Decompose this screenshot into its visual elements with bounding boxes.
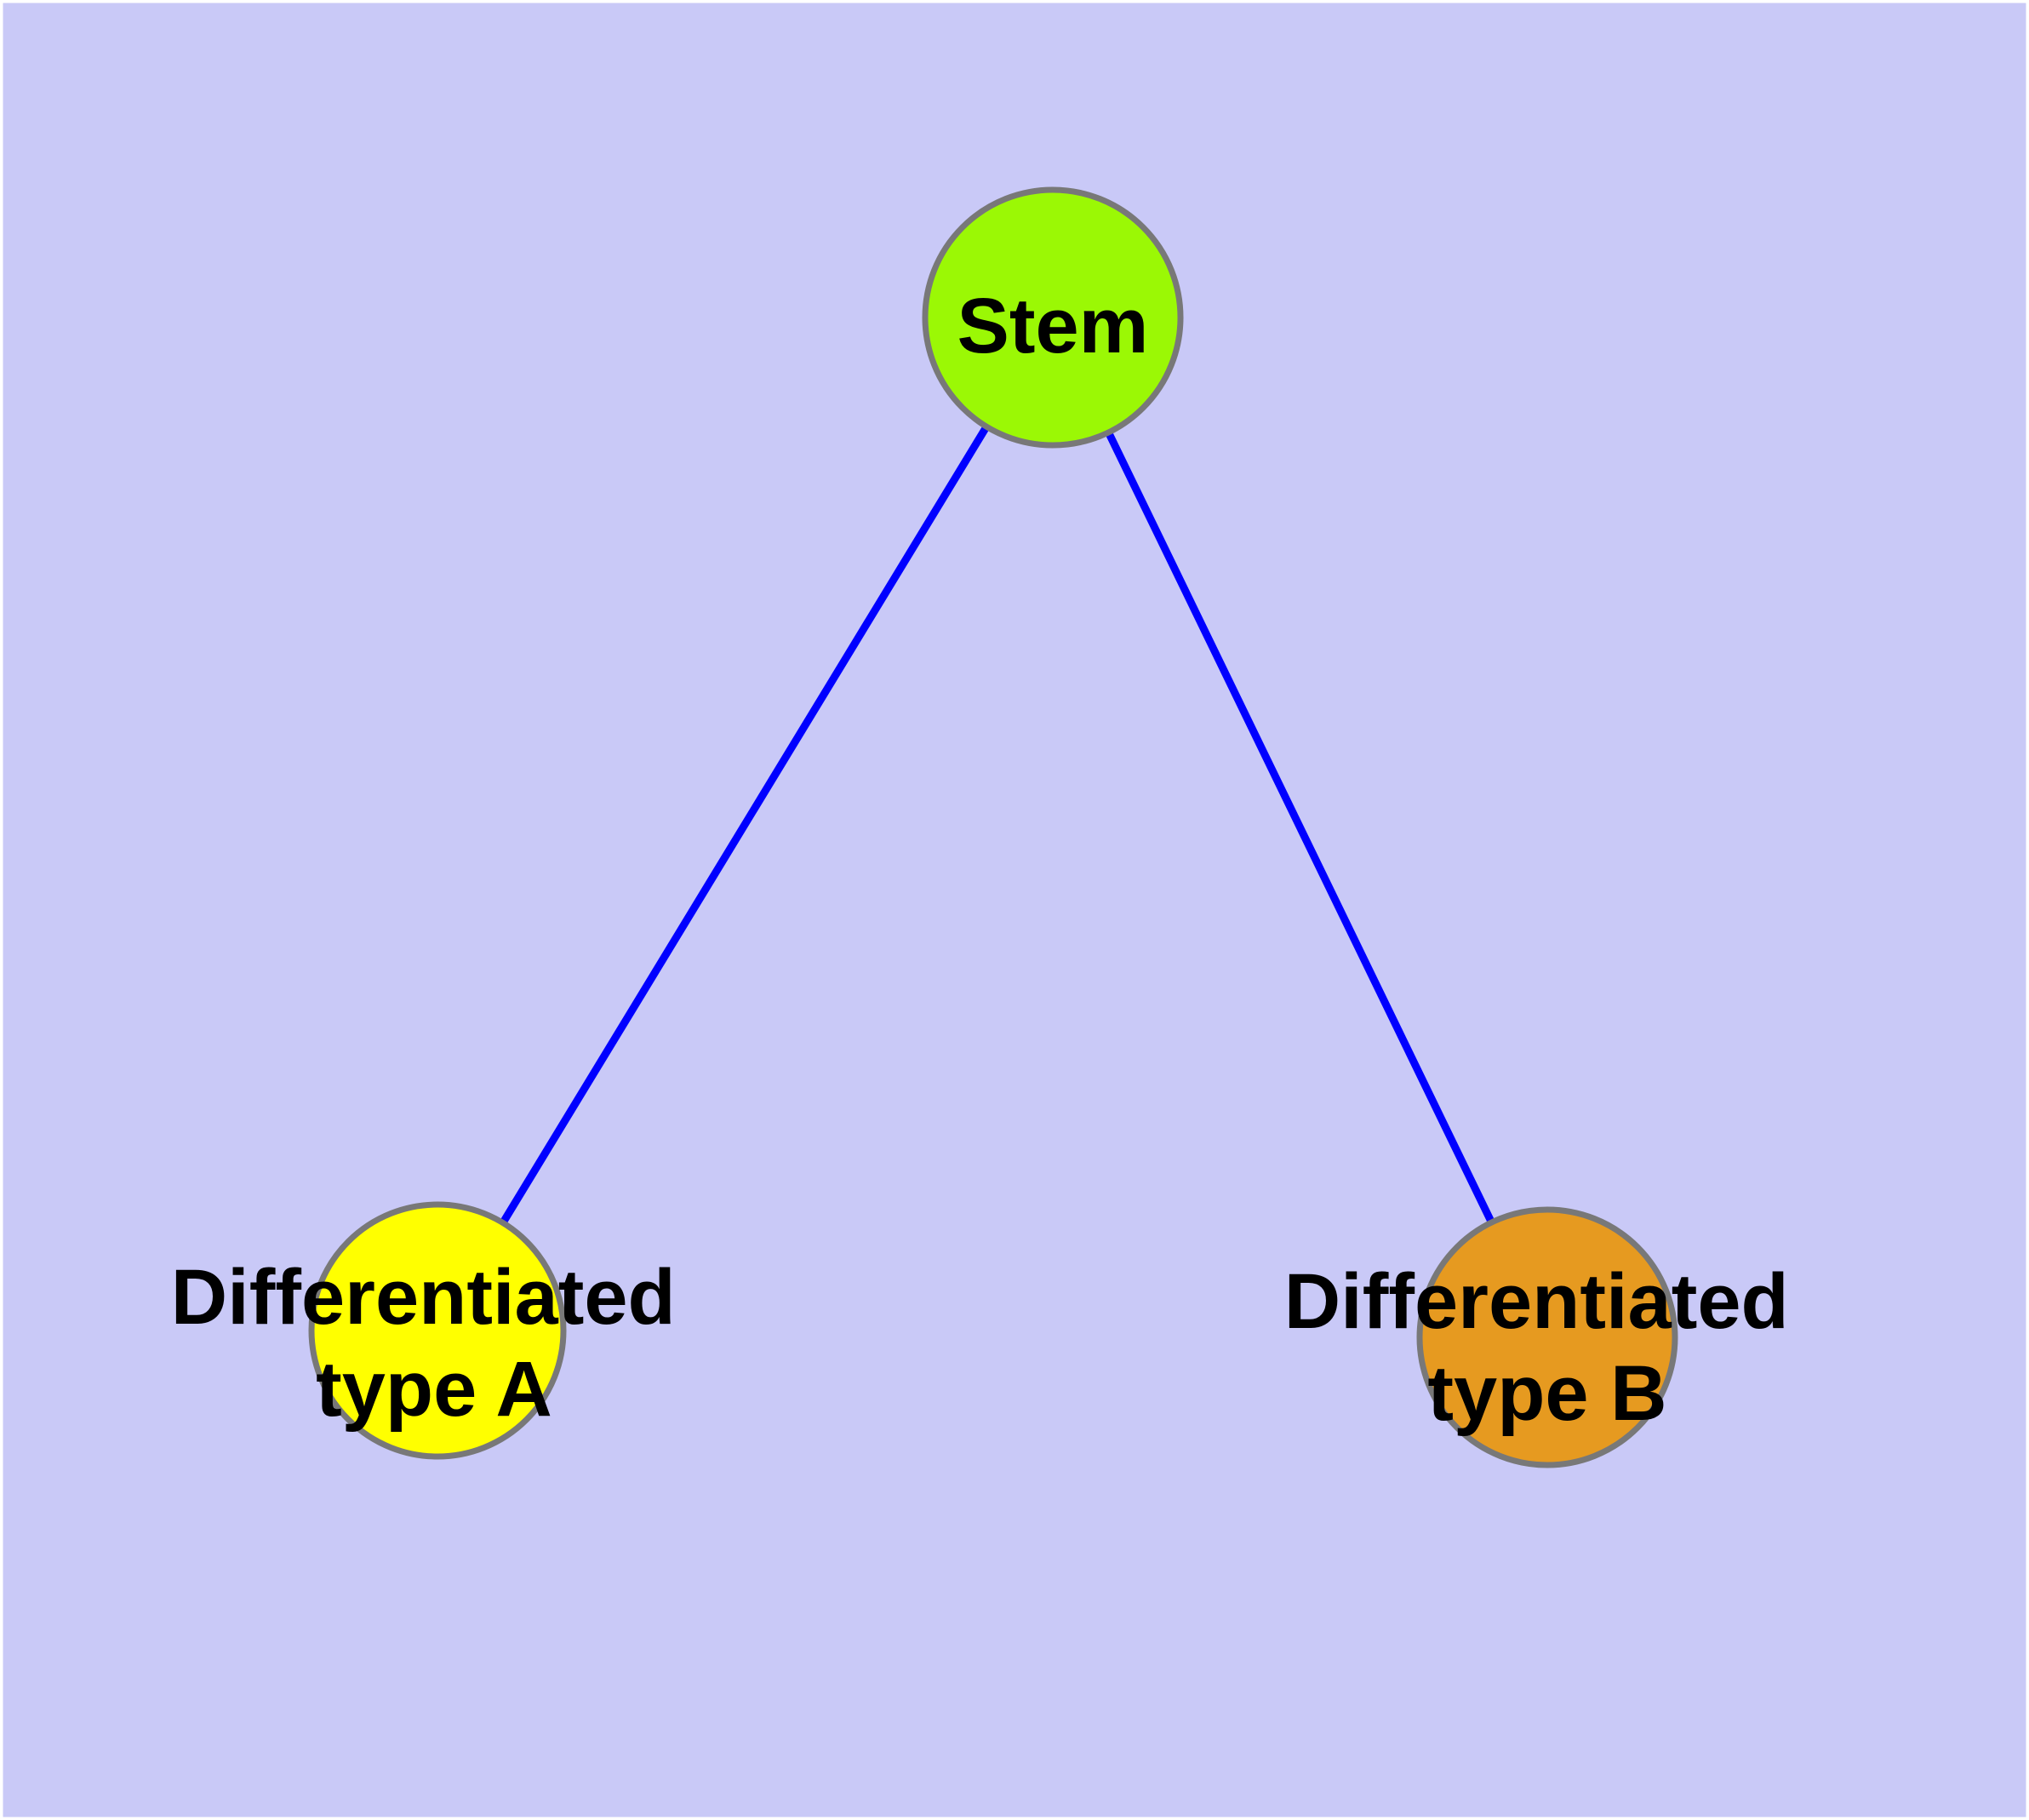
node-type-b-label: Differentiated type B [1284, 1258, 1811, 1437]
node-type-a-label: Differentiated type A [171, 1254, 698, 1433]
node-type-b-circle [1416, 1206, 1678, 1468]
label-line: Differentiated [171, 1254, 676, 1341]
node-differentiated-type-a: Differentiated type A [171, 1201, 698, 1460]
edge-stem-to-type-a [434, 315, 1056, 1333]
edge-stem-to-type-b [1049, 316, 1552, 1339]
node-stem: Stem [922, 186, 1184, 449]
node-stem-label: Stem [957, 283, 1149, 369]
label-line: Differentiated [1284, 1258, 1789, 1345]
node-stem-circle [922, 186, 1184, 449]
label-line: type B [1427, 1350, 1666, 1437]
label-line: type A [316, 1346, 552, 1433]
node-differentiated-type-b: Differentiated type B [1284, 1206, 1811, 1468]
node-type-a-circle [308, 1201, 567, 1460]
